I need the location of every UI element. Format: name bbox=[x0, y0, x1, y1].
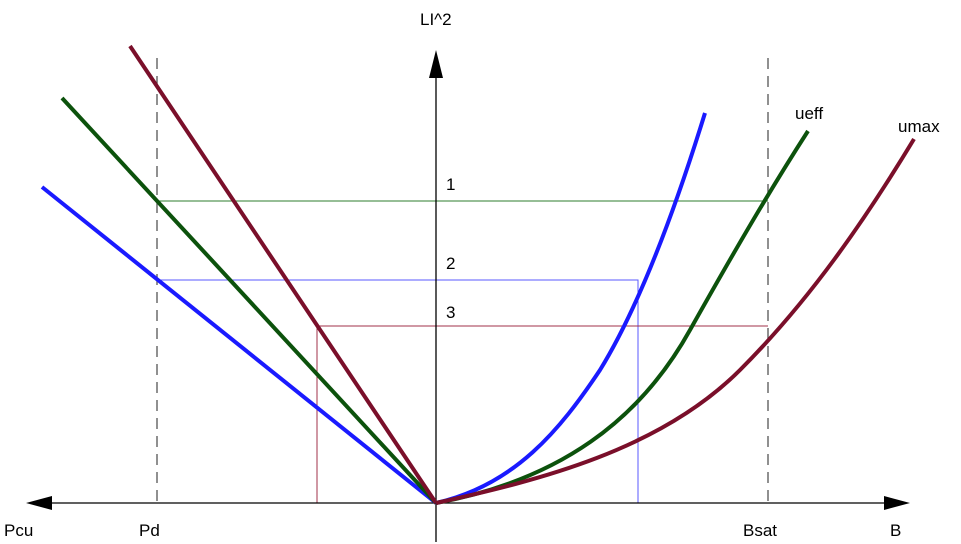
y-axis-arrow bbox=[429, 50, 443, 78]
umax-curve bbox=[435, 137, 916, 505]
maroon-left-line bbox=[128, 44, 438, 505]
ueff-label: ueff bbox=[795, 104, 823, 123]
x-axis-right-label: B bbox=[890, 521, 901, 540]
x-axis-left-label: Pcu bbox=[4, 521, 33, 540]
x-axis-right-arrow bbox=[884, 496, 910, 510]
level-3-label: 3 bbox=[446, 303, 455, 322]
blue-left-line bbox=[40, 185, 438, 505]
blue-curve bbox=[435, 112, 707, 505]
level-2-label: 2 bbox=[446, 254, 455, 273]
y-axis-label: LI^2 bbox=[420, 10, 452, 29]
x-axis-left-arrow bbox=[26, 496, 52, 510]
level-2-line bbox=[157, 279, 639, 503]
green-left-line bbox=[60, 96, 438, 505]
ueff-curve bbox=[435, 129, 810, 505]
bsat-label: Bsat bbox=[743, 521, 777, 540]
level-1-label: 1 bbox=[446, 175, 455, 194]
pd-label: Pd bbox=[139, 521, 160, 540]
umax-label: umax bbox=[898, 117, 940, 136]
